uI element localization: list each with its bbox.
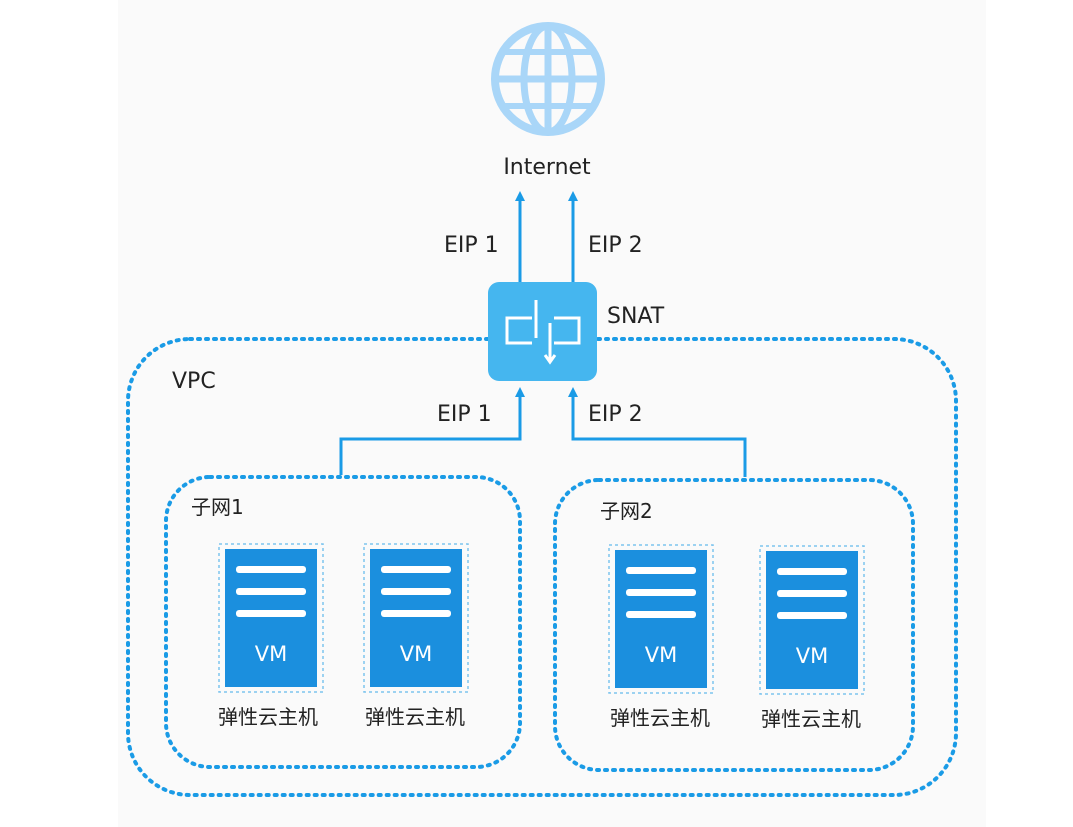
vm-badge: VM xyxy=(645,643,677,667)
globe-icon xyxy=(491,22,605,136)
subnet-2-boundary xyxy=(553,478,915,772)
vm-badge: VM xyxy=(255,642,287,666)
vm-server-icon xyxy=(759,545,865,695)
vm-server-icon xyxy=(363,543,469,693)
subnet-2-label: 子网2 xyxy=(600,499,653,523)
vm-server-icon xyxy=(218,543,324,693)
arrow-subnet2-to-snat xyxy=(568,387,747,477)
eip2-lower-label: EIP 2 xyxy=(588,402,643,427)
subnet-1-boundary xyxy=(164,475,522,769)
snat-label: SNAT xyxy=(607,304,665,329)
arrow-subnet1-to-snat xyxy=(339,387,525,475)
vm-badge: VM xyxy=(400,642,432,666)
diagram-background xyxy=(118,0,986,827)
vm-caption: 弹性云主机 xyxy=(761,707,861,731)
vpc-label: VPC xyxy=(172,369,216,394)
vm-caption: 弹性云主机 xyxy=(365,705,465,729)
vm-caption: 弹性云主机 xyxy=(218,705,318,729)
internet-label: Internet xyxy=(503,155,591,180)
vm-server-icon xyxy=(608,544,714,694)
eip1-upper-label: EIP 1 xyxy=(444,233,499,258)
vm-badge: VM xyxy=(796,644,828,668)
vm-caption: 弹性云主机 xyxy=(610,706,710,730)
subnet-1-label: 子网1 xyxy=(191,495,244,519)
eip2-upper-label: EIP 2 xyxy=(588,233,643,258)
eip1-lower-label: EIP 1 xyxy=(437,402,492,427)
nat-gateway-icon xyxy=(488,282,597,381)
